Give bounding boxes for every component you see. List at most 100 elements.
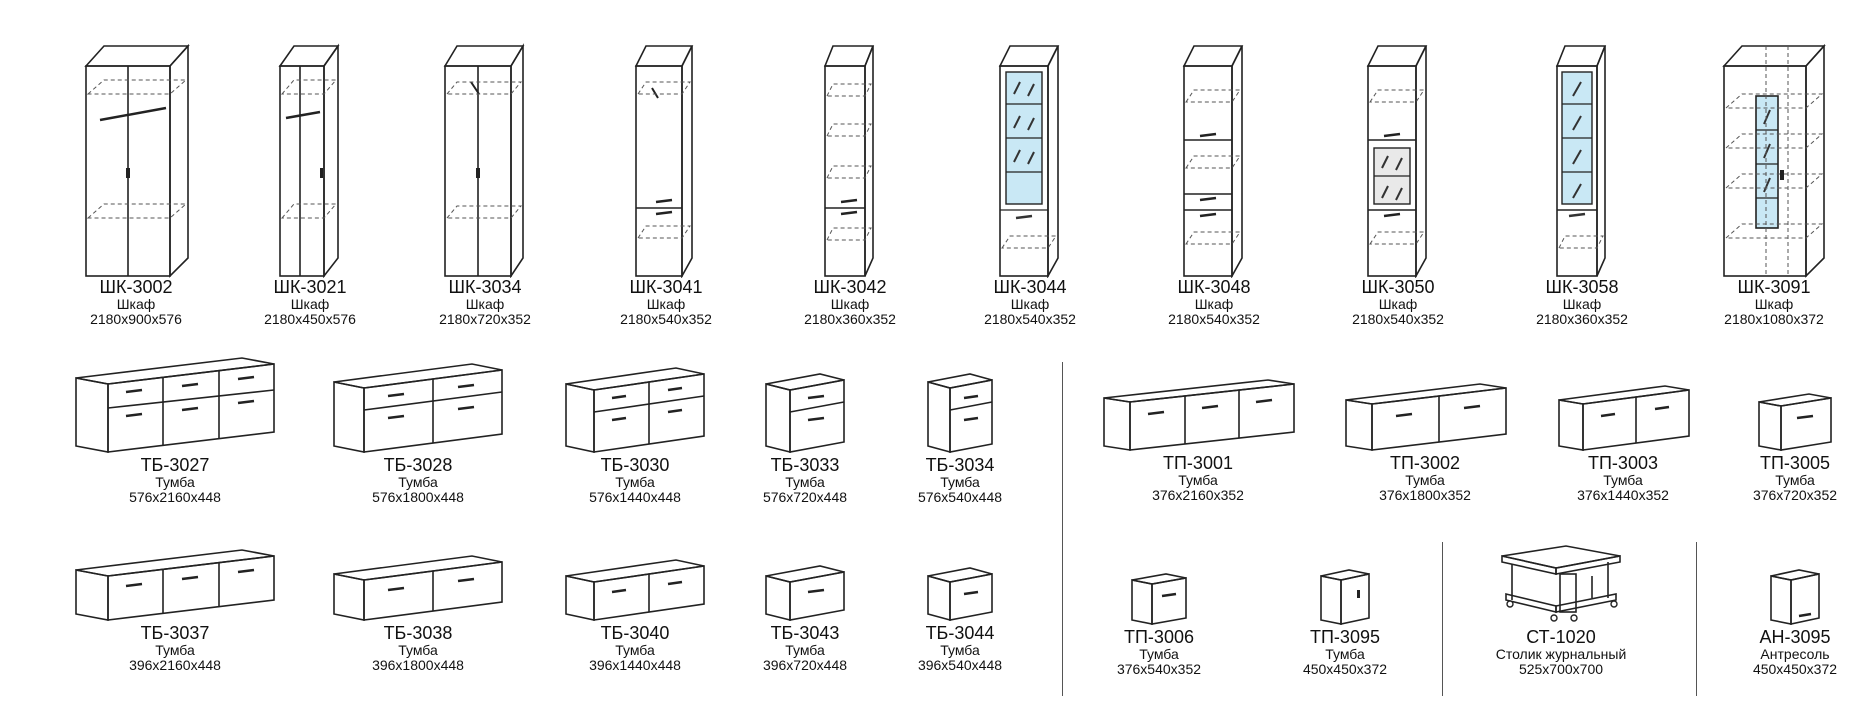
item-type: Тумба xyxy=(1139,646,1179,662)
item-dims: 2180x360x352 xyxy=(1536,311,1628,327)
item-type: Тумба xyxy=(1178,472,1218,488)
catalog-item-tb-3030[interactable]: ТБ-3030 Тумба 576x1440x448 xyxy=(560,362,710,505)
item-code: ТБ-3034 xyxy=(925,455,995,475)
item-type: Шкаф xyxy=(465,296,505,312)
cabinet-shk-3021-drawing xyxy=(278,43,340,278)
item-code: ТП-3002 xyxy=(1390,453,1460,473)
cabinet-tb-3033-drawing xyxy=(765,373,845,454)
item-code: ШК-3058 xyxy=(1545,277,1619,297)
catalog-item-tb-3043[interactable]: ТБ-3043 Тумба 396x720x448 xyxy=(750,560,860,673)
catalog-item-shk-3050[interactable]: ШК-3050 Шкаф 2180x540x352 xyxy=(1328,38,1468,327)
item-dims: 2180x540x352 xyxy=(984,311,1076,327)
cabinet-tp-3003-drawing xyxy=(1558,385,1690,451)
mezzanine-an-3095-drawing xyxy=(1770,569,1820,625)
cabinet-tb-3028-drawing xyxy=(333,363,503,453)
catalog-item-shk-3041[interactable]: ШК-3041 Шкаф 2180x540x352 xyxy=(596,38,736,327)
item-code: ШК-3044 xyxy=(993,277,1067,297)
catalog-item-shk-3091[interactable]: ШК-3091 Шкаф 2180x1080x372 xyxy=(1694,38,1854,327)
item-code: ТП-3006 xyxy=(1124,627,1194,647)
catalog-item-tb-3027[interactable]: ТБ-3027 Тумба 576x2160x448 xyxy=(70,356,280,505)
catalog-item-tp-3006[interactable]: ТП-3006 Тумба 376x540x352 xyxy=(1104,566,1214,677)
item-code: ТБ-3027 xyxy=(140,455,210,475)
catalog-item-tp-3095[interactable]: ТП-3095 Тумба 450x450x372 xyxy=(1290,562,1400,677)
item-type: Шкаф xyxy=(1562,296,1602,312)
item-type: Шкаф xyxy=(290,296,330,312)
item-dims: 2180x720x352 xyxy=(439,311,531,327)
item-type: Шкаф xyxy=(1194,296,1234,312)
catalog-item-tb-3040[interactable]: ТБ-3040 Тумба 396x1440x448 xyxy=(560,554,710,673)
catalog-item-tp-3005[interactable]: ТП-3005 Тумба 376x720x352 xyxy=(1740,386,1850,503)
item-dims: 396x1440x448 xyxy=(589,657,681,673)
item-dims: 2180x450x576 xyxy=(264,311,356,327)
catalog-item-tb-3044[interactable]: ТБ-3044 Тумба 396x540x448 xyxy=(905,560,1015,673)
cabinet-tb-3037-drawing xyxy=(75,549,275,621)
item-type: Тумба xyxy=(615,642,655,658)
item-dims: 576x1440x448 xyxy=(589,489,681,505)
item-dims: 376x1440x352 xyxy=(1577,487,1669,503)
item-dims: 376x1800x352 xyxy=(1379,487,1471,503)
item-type: Шкаф xyxy=(116,296,156,312)
item-code: ТБ-3030 xyxy=(600,455,670,475)
cabinet-tp-3095-drawing xyxy=(1320,569,1370,625)
item-code: ТП-3001 xyxy=(1163,453,1233,473)
catalog-item-shk-3048[interactable]: ШК-3048 Шкаф 2180x540x352 xyxy=(1144,38,1284,327)
catalog-item-shk-3058[interactable]: ШК-3058 Шкаф 2180x360x352 xyxy=(1512,38,1652,327)
item-dims: 2180x360x352 xyxy=(804,311,896,327)
item-type: Тумба xyxy=(155,474,195,490)
catalog-item-tp-3003[interactable]: ТП-3003 Тумба 376x1440x352 xyxy=(1548,380,1698,503)
catalog-item-shk-3021[interactable]: ШК-3021 Шкаф 2180x450x576 xyxy=(240,38,380,327)
catalog-item-an-3095[interactable]: АН-3095 Антресоль 450x450x372 xyxy=(1740,562,1850,677)
item-code: ТП-3005 xyxy=(1760,453,1830,473)
catalog-item-shk-3042[interactable]: ШК-3042 Шкаф 2180x360x352 xyxy=(780,38,920,327)
item-dims: 450x450x372 xyxy=(1752,661,1838,677)
item-code: ТБ-3043 xyxy=(770,623,840,643)
item-type: Тумба xyxy=(1775,472,1815,488)
item-dims: 525x700x700 xyxy=(1518,661,1604,677)
item-type: Тумба xyxy=(398,474,438,490)
item-code: ТП-3095 xyxy=(1310,627,1380,647)
section-divider-vertical-table xyxy=(1442,542,1443,696)
cabinet-tp-3001-drawing xyxy=(1103,379,1295,451)
cabinet-shk-3042-drawing xyxy=(823,45,875,277)
item-code: ШК-3041 xyxy=(629,277,703,297)
item-type: Столик журнальный xyxy=(1495,646,1627,662)
item-dims: 450x450x372 xyxy=(1302,661,1388,677)
item-dims: 2180x540x352 xyxy=(1168,311,1260,327)
catalog-item-shk-3044[interactable]: ШК-3044 Шкаф 2180x540x352 xyxy=(960,38,1100,327)
item-code: ШК-3042 xyxy=(813,277,887,297)
cabinet-tb-3034-drawing xyxy=(927,373,993,454)
item-dims: 396x1800x448 xyxy=(372,657,464,673)
catalog-item-tb-3038[interactable]: ТБ-3038 Тумба 396x1800x448 xyxy=(328,552,508,673)
item-code: ТП-3003 xyxy=(1588,453,1658,473)
catalog-item-tp-3002[interactable]: ТП-3002 Тумба 376x1800x352 xyxy=(1340,378,1510,503)
catalog-item-shk-3002[interactable]: ШК-3002 Шкаф 2180x900x576 xyxy=(56,38,216,327)
cabinet-shk-3002-drawing xyxy=(84,43,190,278)
item-dims: 396x720x448 xyxy=(762,657,848,673)
item-dims: 396x540x448 xyxy=(917,657,1003,673)
section-divider-vertical-mezzanine xyxy=(1696,542,1697,696)
item-type: Тумба xyxy=(785,474,825,490)
cabinet-tb-3030-drawing xyxy=(565,367,705,453)
catalog-item-st-1020[interactable]: СТ-1020 Столик журнальный 525x700x700 xyxy=(1476,542,1646,677)
item-dims: 2180x540x352 xyxy=(1352,311,1444,327)
cabinet-shk-3044-drawing xyxy=(998,45,1060,278)
item-type: Тумба xyxy=(785,642,825,658)
item-type: Антресоль xyxy=(1760,646,1830,662)
item-dims: 576x720x448 xyxy=(762,489,848,505)
item-code: ШК-3048 xyxy=(1177,277,1251,297)
catalog-item-tb-3034[interactable]: ТБ-3034 Тумба 576x540x448 xyxy=(905,366,1015,505)
cabinet-tb-3038-drawing xyxy=(333,555,503,621)
catalog-item-tb-3033[interactable]: ТБ-3033 Тумба 576x720x448 xyxy=(750,368,860,505)
item-code: ТБ-3033 xyxy=(770,455,840,475)
item-type: Шкаф xyxy=(830,296,870,312)
item-code: ТБ-3038 xyxy=(383,623,453,643)
catalog-item-tb-3037[interactable]: ТБ-3037 Тумба 396x2160x448 xyxy=(70,548,280,673)
item-dims: 376x540x352 xyxy=(1116,661,1202,677)
cabinet-tb-3044-drawing xyxy=(927,567,993,622)
catalog-item-tp-3001[interactable]: ТП-3001 Тумба 376x2160x352 xyxy=(1098,374,1298,503)
item-dims: 396x2160x448 xyxy=(129,657,221,673)
cabinet-shk-3050-drawing xyxy=(1366,45,1428,278)
catalog-item-tb-3028[interactable]: ТБ-3028 Тумба 576x1800x448 xyxy=(328,360,508,505)
catalog-item-shk-3034[interactable]: ШК-3034 Шкаф 2180x720x352 xyxy=(410,38,560,327)
item-type: Тумба xyxy=(398,642,438,658)
